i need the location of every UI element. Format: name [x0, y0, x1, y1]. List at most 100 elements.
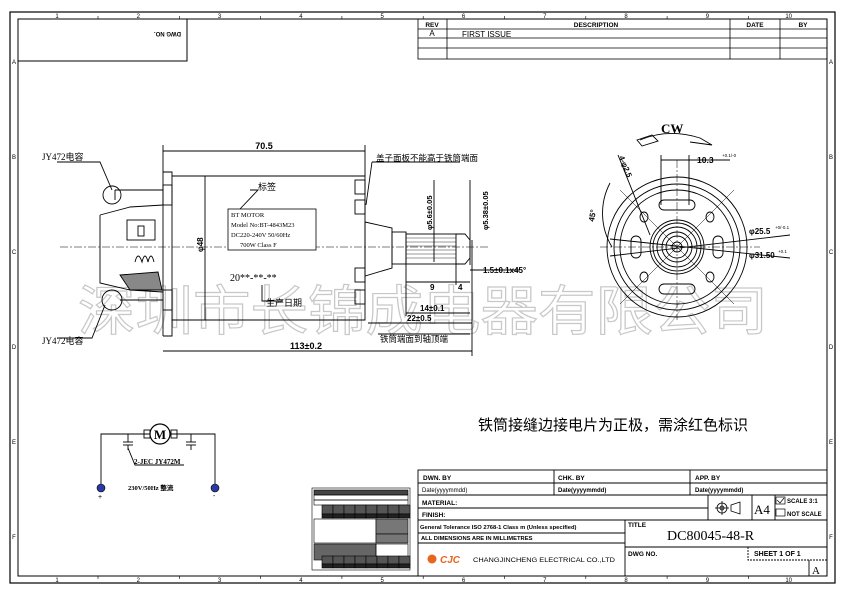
chk-date-label: Date(yyyymmdd) [558, 488, 606, 494]
dim-total-length: 113±0.2 [290, 341, 322, 351]
company-name: CHANGJINCHENG ELECTRICAL CO.,LTD [473, 558, 616, 564]
column-marker-top: 2 [137, 14, 141, 20]
row-marker-right: B [829, 155, 833, 161]
outer-border [9, 11, 836, 584]
tolerance-table-cell [365, 563, 378, 569]
motor-symbol [149, 423, 171, 445]
tolerance-table-cell [311, 487, 411, 571]
row-marker-left: E [12, 440, 16, 446]
tolerance-table-cell [398, 504, 411, 515]
date-header: DATE [746, 22, 764, 29]
nameplate-line-4: 700W Class F [240, 242, 277, 249]
tolerance-table-cell [332, 563, 345, 569]
dim-14: 14±0.1 [420, 304, 445, 313]
column-marker-top: 5 [381, 14, 385, 20]
tolerance-table-cell [398, 513, 411, 519]
column-marker-top: 10 [785, 14, 792, 20]
tolerance-table-cell [354, 504, 367, 515]
tolerance-table-cell [375, 518, 409, 535]
tolerance-table-cell [354, 555, 367, 565]
row-marker-right: F [829, 535, 833, 541]
by-header: BY [798, 22, 808, 29]
tolerance-table-cell [387, 513, 400, 519]
dwg-no-box-flipped [17, 18, 188, 62]
dim-d2-tol: +0.1 [778, 249, 787, 254]
tolerance-table-cell [343, 563, 356, 569]
scale-checkbox[interactable] [775, 496, 786, 505]
sheet-label: SHEET 1 OF 1 [754, 551, 801, 558]
chk-by-label: CHK. BY [558, 475, 585, 482]
dim-slot: 10.3 [697, 155, 714, 165]
row-marker-right: E [829, 440, 833, 446]
circuit-capacitor-label: 2-JEC JY472M [134, 458, 181, 466]
circuit-diagram [100, 429, 216, 484]
tolerance-table-cell [332, 555, 345, 565]
negative-sign: - [213, 493, 216, 500]
tolerance-table-cell [321, 563, 334, 569]
tolerance-table-cell [313, 499, 409, 506]
tolerance-table-cell [387, 555, 400, 565]
dim-d1: φ25.5 [749, 227, 771, 236]
tolerance-table-cell [343, 555, 356, 565]
label-callout: 标签 [258, 181, 276, 192]
dwg-no-label: DWG NO. [628, 551, 657, 558]
rev-value: A [429, 29, 435, 38]
column-marker-top: 1 [55, 14, 59, 20]
dwn-date-label: Date(yyyymmdd) [422, 488, 467, 494]
nameplate-line-2: Model No:BT-4843M23 [231, 222, 295, 229]
dwg-no-flipped: DWG NO. [154, 30, 181, 36]
motor-end-view [600, 133, 791, 320]
title-label: TITLE [628, 522, 647, 529]
column-marker-bottom: 4 [299, 578, 303, 584]
row-marker-right: A [829, 60, 833, 66]
tolerance-table-cell [343, 513, 356, 519]
date-code: 20**-**-** [230, 273, 277, 284]
tolerance-table-cell [313, 518, 377, 544]
finish-label: FINISH: [422, 512, 445, 519]
tolerance-table-cell [365, 555, 378, 565]
row-marker-left: D [12, 345, 17, 351]
tolerance-table-cell [321, 513, 334, 519]
rev-header: REV [425, 22, 439, 29]
tolerance-table-cell [321, 555, 334, 565]
rev-description: FIRST ISSUE [462, 30, 511, 39]
description-header: DESCRIPTION [574, 22, 619, 29]
company-logo-icon [427, 554, 437, 564]
watermark: 深圳市长锦成电器有限公司 [78, 280, 768, 343]
column-marker-top: 6 [462, 14, 466, 20]
column-marker-bottom: 10 [785, 578, 792, 584]
tolerance-table-cell [365, 513, 378, 519]
nameplate-line-3: DC220-240V 50/60Hz [231, 232, 290, 239]
motor-symbol-label: M [154, 427, 166, 442]
tolerance-table-cell [332, 504, 345, 515]
rotation-direction: CW [661, 121, 683, 136]
not-scale-checkbox[interactable] [775, 508, 786, 517]
column-marker-top: 8 [624, 14, 628, 20]
column-marker-top: 3 [218, 14, 222, 20]
dim-angle: 45° [587, 209, 598, 222]
app-date-label: Date(yyyymmdd) [695, 488, 743, 494]
tolerance-table [311, 487, 411, 571]
capacitor-label-bottom: JY472电容 [42, 335, 84, 346]
tolerance-note: General Tolerance ISO 2768-1 Class m (Un… [420, 525, 577, 531]
dim-shaft-dia-1: φ5.6±0.05 [425, 195, 434, 230]
dim-d1-tol: +0/-0.1 [775, 225, 790, 230]
app-by-label: APP. BY [695, 475, 721, 482]
revision-letter: A [812, 565, 820, 577]
tolerance-table-cell [398, 555, 411, 565]
column-marker-bottom: 1 [55, 578, 59, 584]
tolerance-table-cell [343, 504, 356, 515]
shaft-note: 铁筒端面到轴顶端 [380, 334, 449, 344]
positive-terminal-icon [96, 483, 106, 493]
units-note: ALL DIMENSIONS ARE IN MILLIMETRES [421, 536, 533, 542]
column-marker-top: 9 [706, 14, 710, 20]
row-marker-left: F [12, 535, 16, 541]
column-marker-bottom: 5 [381, 578, 385, 584]
title-block [417, 469, 828, 577]
dim-shaft-dia-2: φ5.38±0.05 [481, 191, 490, 230]
scale-check-icon [776, 497, 785, 504]
column-marker-top: 7 [543, 14, 547, 20]
tolerance-table-cell [398, 563, 411, 569]
